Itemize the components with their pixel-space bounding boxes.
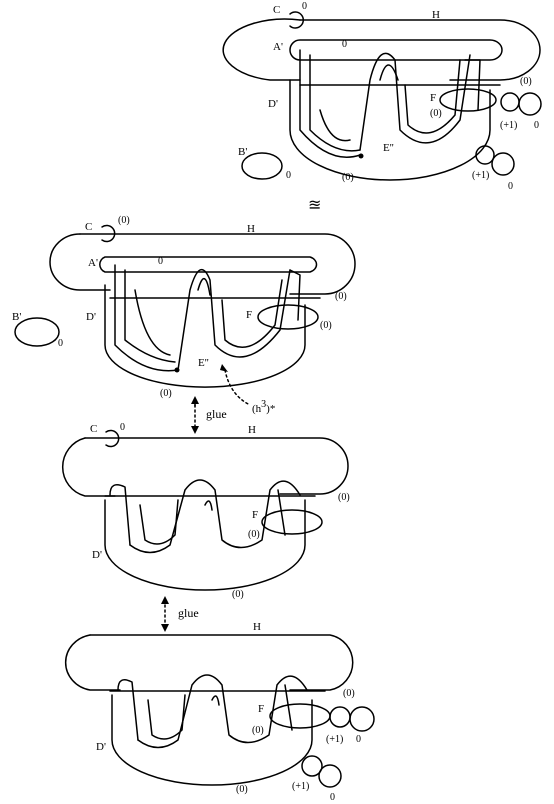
- p2-c-frame: (0): [118, 215, 130, 226]
- p1-d: D': [268, 98, 278, 110]
- p1-f-frame: (0): [430, 108, 442, 119]
- p2-f-frame: (0): [320, 320, 332, 331]
- glue-1-label: glue: [206, 407, 227, 421]
- p4-f: F: [258, 703, 264, 715]
- p2-e: E'': [198, 357, 209, 369]
- p4-d: D': [96, 741, 106, 753]
- p1-f: F: [430, 92, 436, 104]
- p2-c: C: [85, 221, 92, 233]
- glue-1: glue: [191, 396, 227, 434]
- p1-b-frame: 0: [286, 170, 291, 181]
- glue-2: glue: [161, 596, 199, 632]
- p1-e: E'': [383, 142, 394, 154]
- p3-c: C: [90, 423, 97, 435]
- p3-d: D': [92, 549, 102, 561]
- p3-d-frame: (0): [232, 589, 244, 600]
- p1-h-frame: (0): [520, 76, 532, 87]
- p3-h-frame: (0): [338, 492, 350, 503]
- p1-c: C: [273, 4, 280, 16]
- p2-f: F: [246, 309, 252, 321]
- p1-p2: (+1): [472, 170, 489, 181]
- p1-p1: (+1): [500, 120, 517, 131]
- p4-p2: (+1): [292, 781, 309, 792]
- p2-h-frame: (0): [335, 291, 347, 302]
- p1-c-frame: 0: [302, 1, 307, 12]
- p1-z1: 0: [534, 120, 539, 131]
- p2-b-frame: 0: [58, 338, 63, 349]
- panel-1: C 0 H A' 0 D' F (0) (0) (+1) 0 (+1) 0 E'…: [222, 1, 542, 192]
- p1-z2: 0: [508, 181, 513, 192]
- h-curve: [299, 19, 541, 81]
- p2-h: H: [247, 223, 255, 235]
- p3-h: H: [248, 424, 256, 436]
- f-ellipse: [439, 88, 497, 112]
- p2-d: D': [86, 311, 96, 323]
- p3-f: F: [252, 509, 258, 521]
- panel-3: C 0 H (0) F (0) D' (0): [61, 422, 350, 600]
- p4-h-frame: (0): [343, 688, 355, 699]
- p4-d-frame: (0): [236, 784, 248, 795]
- p4-z1: 0: [356, 734, 361, 745]
- p1-a: A': [273, 41, 283, 53]
- p4-h: H: [253, 621, 261, 633]
- panel-2: C (0) H A' 0 B' 0 D' F (0) (0) E'' (0) (…: [12, 215, 356, 415]
- a-curve: [289, 39, 503, 61]
- p4-f-frame: (0): [252, 725, 264, 736]
- glue-2-label: glue: [178, 606, 199, 620]
- b-circle-2: [14, 317, 60, 347]
- c-circle: [289, 11, 305, 29]
- p4-z2: 0: [330, 792, 335, 803]
- p3-c-frame: 0: [120, 422, 125, 433]
- p2-h3: (h3)*: [252, 399, 275, 415]
- p2-b: B': [12, 311, 21, 323]
- p2-d-frame: (0): [160, 388, 172, 399]
- equivalence-sign: ≊: [308, 197, 321, 214]
- b-circle: [241, 152, 283, 180]
- p1-d-frame: (0): [342, 172, 354, 183]
- p3-f-frame: (0): [248, 529, 260, 540]
- d-curve: [289, 79, 491, 181]
- p1-h: H: [432, 9, 440, 21]
- h3-arrow: [224, 369, 251, 406]
- p1-a-frame: 0: [342, 39, 347, 50]
- p2-a-frame: 0: [158, 256, 163, 267]
- p2-a: A': [88, 257, 98, 269]
- panel-4: H (0) F (0) D' (+1) 0 (+1) 0 (0): [64, 621, 375, 803]
- p1-b: B': [238, 146, 247, 158]
- p4-p1: (+1): [326, 734, 343, 745]
